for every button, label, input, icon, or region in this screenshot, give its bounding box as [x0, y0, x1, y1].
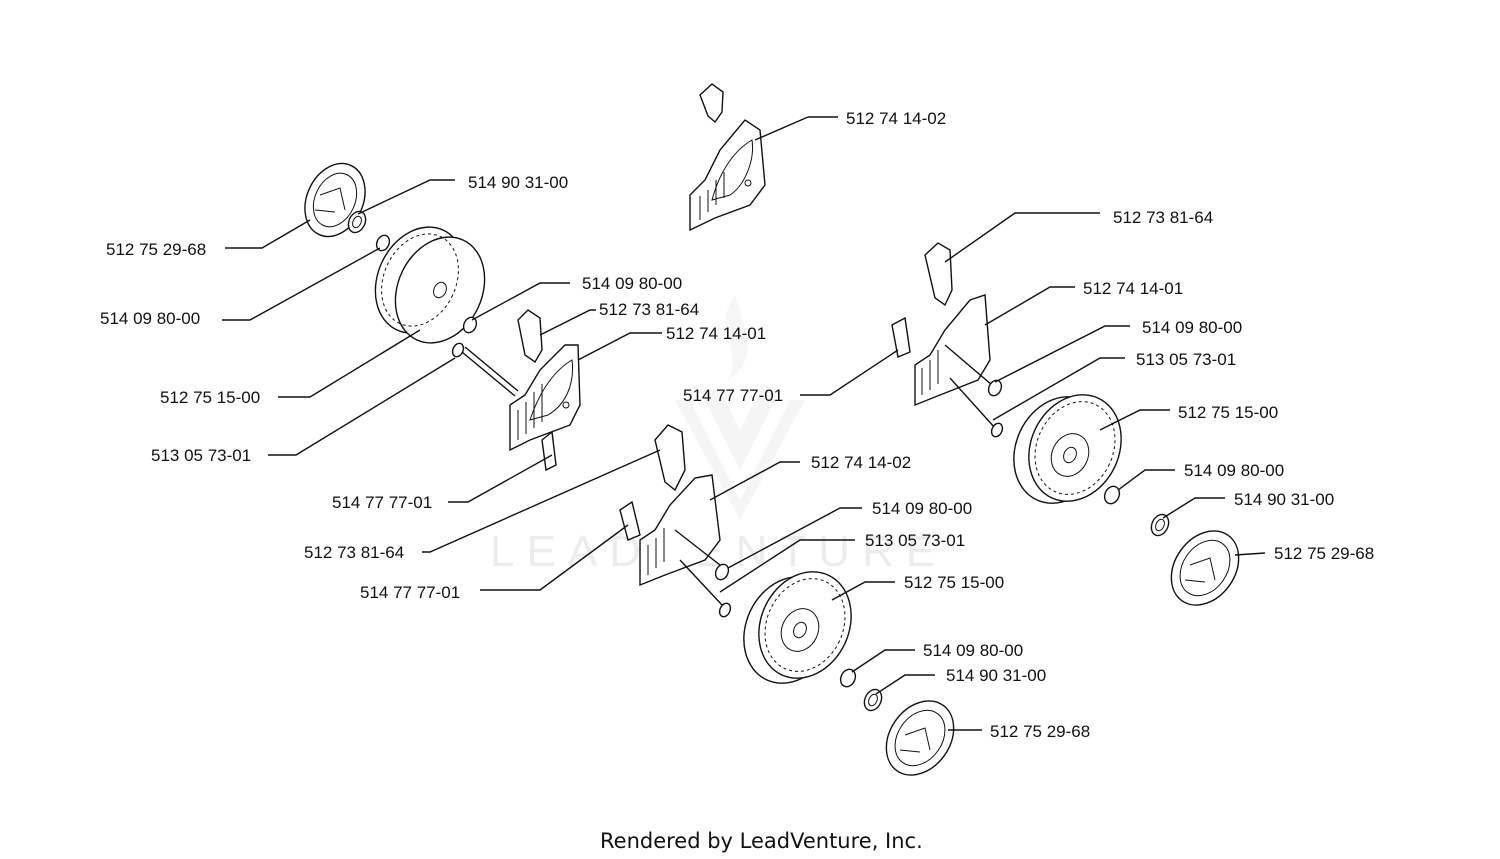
- bolt-left: [451, 342, 519, 397]
- callout-513-05-73-01-right: 513 05 73-01: [1136, 350, 1236, 369]
- height-adjuster-top: [689, 83, 838, 232]
- hub-cap-right: [1170, 530, 1240, 606]
- callout-512-73-81-64-center: 512 73 81-64: [304, 543, 404, 562]
- callout-512-74-14-02-top: 512 74 14-02: [846, 109, 946, 128]
- footer-credit: Rendered by LeadVenture, Inc.: [600, 829, 923, 853]
- callout-514-90-31-00-left: 514 90 31-00: [468, 173, 568, 192]
- callout-512-75-15-00-right: 512 75 15-00: [1178, 403, 1278, 422]
- callout-512-75-29-68-center: 512 75 29-68: [990, 722, 1090, 741]
- hub-cap-left: [304, 162, 366, 238]
- callout-512-74-14-01-left: 512 74 14-01: [666, 324, 766, 343]
- washer-center: [839, 668, 857, 688]
- callout-514-77-77-01-right: 514 77 77-01: [683, 386, 783, 405]
- callout-514-09-80-00-left-b: 514 09 80-00: [582, 274, 682, 293]
- watermark-logo: [675, 295, 805, 520]
- callout-514-77-77-01-left: 514 77 77-01: [332, 493, 432, 512]
- callout-512-74-14-01-right: 512 74 14-01: [1083, 279, 1183, 298]
- ring-center: [863, 688, 883, 712]
- wheel-right: [1013, 394, 1122, 504]
- callout-512-75-15-00-center: 512 75 15-00: [904, 573, 1004, 592]
- hub-cap-center: [885, 700, 955, 776]
- height-adjuster-center: [619, 424, 732, 618]
- callout-514-09-80-00-left-a: 514 09 80-00: [100, 309, 200, 328]
- callout-514-90-31-00-right: 514 90 31-00: [1234, 490, 1334, 509]
- callout-513-05-73-01-left: 513 05 73-01: [151, 446, 251, 465]
- callout-514-77-77-01-center: 514 77 77-01: [360, 583, 460, 602]
- callout-512-75-29-68-right: 512 75 29-68: [1274, 544, 1374, 563]
- callout-512-75-15-00-left: 512 75 15-00: [160, 388, 260, 407]
- callout-513-05-73-01-center: 513 05 73-01: [865, 531, 965, 550]
- callout-512-74-14-02-center: 512 74 14-02: [811, 453, 911, 472]
- leader-lines: [222, 179, 1266, 731]
- wheel-center: [743, 571, 852, 684]
- callout-514-09-80-00-center-a: 514 09 80-00: [872, 499, 972, 518]
- ring-right: [1150, 513, 1170, 537]
- callout-512-73-81-64-right: 512 73 81-64: [1113, 208, 1213, 227]
- callout-512-75-29-68-left: 512 75 29-68: [106, 240, 206, 259]
- washer-right: [1103, 485, 1121, 505]
- washer-left-1: [375, 234, 391, 252]
- callout-514-90-31-00-center: 514 90 31-00: [946, 666, 1046, 685]
- washer-left-2: [462, 316, 478, 334]
- callout-514-09-80-00-center-b: 514 09 80-00: [923, 641, 1023, 660]
- height-adjuster-right: [891, 242, 1004, 438]
- callout-514-09-80-00-right-b: 514 09 80-00: [1184, 461, 1284, 480]
- callout-512-73-81-64-left: 512 73 81-64: [599, 300, 699, 319]
- height-adjuster-left: [509, 309, 581, 472]
- ring-left: [347, 210, 367, 234]
- wheel-left: [374, 226, 486, 344]
- callout-514-09-80-00-right-a: 514 09 80-00: [1142, 318, 1242, 337]
